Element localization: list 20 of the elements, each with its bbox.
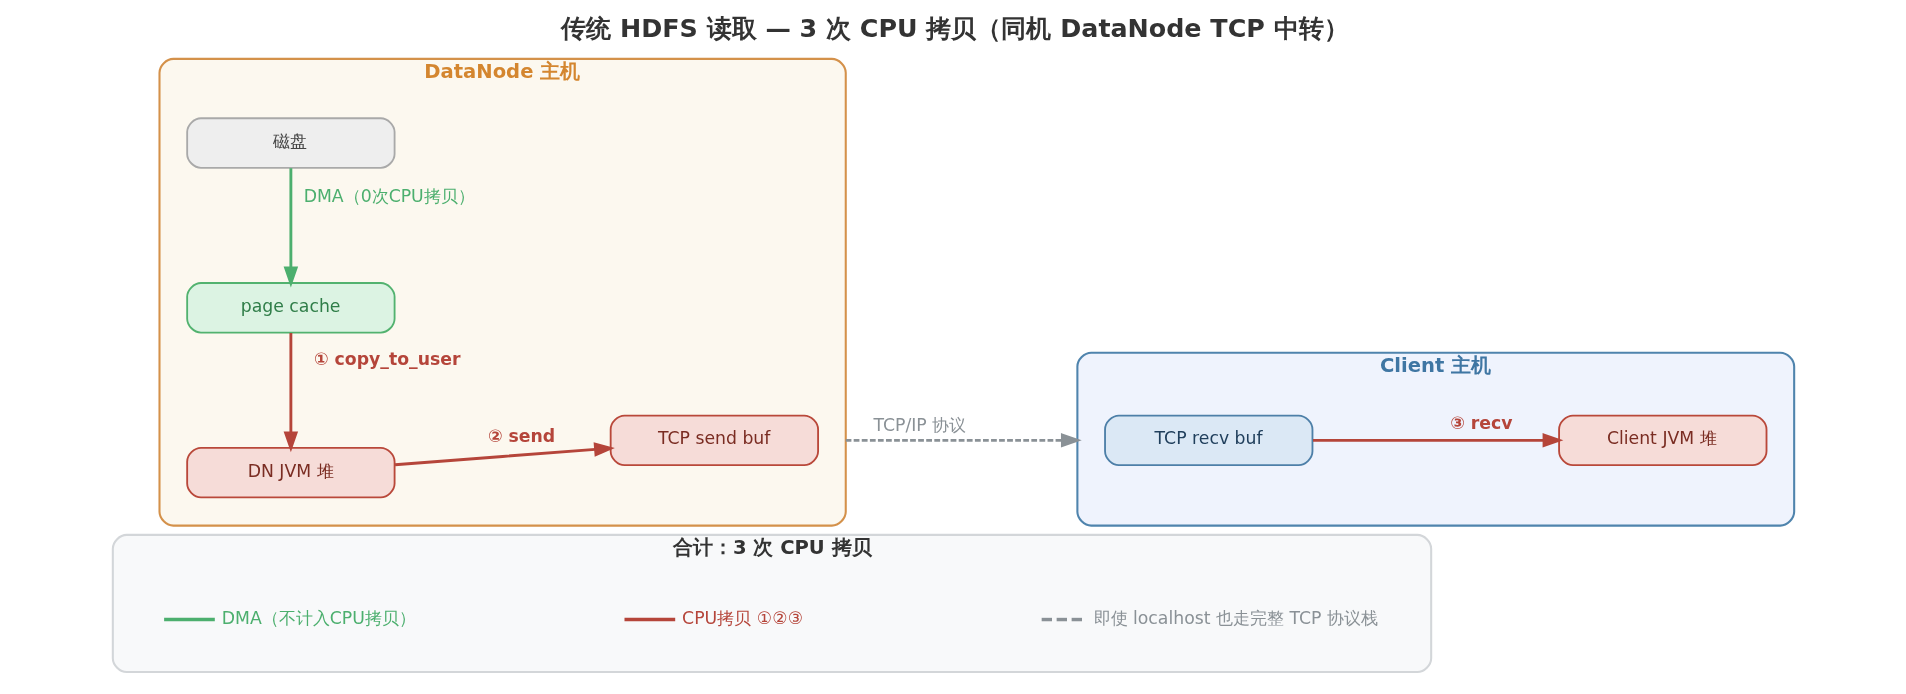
- diagram-title: 传统 HDFS 读取 — 3 次 CPU 拷贝（同机 DataNode TCP 中转）: [560, 12, 1349, 43]
- arrow: [845, 433, 1082, 448]
- arrow: [283, 333, 298, 453]
- node-box: 磁盘: [185, 117, 395, 169]
- legend-label: CPU拷贝 ①②③: [681, 607, 803, 628]
- edge-label: ② send: [487, 426, 555, 447]
- node-box: page cache: [185, 282, 395, 334]
- edge-label: ① copy_to_user: [313, 349, 460, 370]
- arrow: [394, 442, 615, 467]
- node-box: TCP send buf: [609, 414, 819, 467]
- edge-label: TCP/IP 协议: [872, 414, 966, 435]
- legend-label: DMA（不计入CPU拷贝）: [221, 607, 416, 628]
- legend-label: 即使 localhost 也走完整 TCP 协议栈: [1093, 607, 1378, 628]
- arrow: [283, 168, 298, 288]
- node-box: TCP recv buf: [1103, 414, 1313, 467]
- arrow: [1312, 433, 1563, 448]
- node-box: DN JVM 堆: [185, 446, 395, 499]
- node-box: Client JVM 堆: [1557, 414, 1767, 467]
- edge-label: ③ recv: [1449, 413, 1513, 434]
- edge-label: DMA（0次CPU拷贝）: [303, 185, 475, 206]
